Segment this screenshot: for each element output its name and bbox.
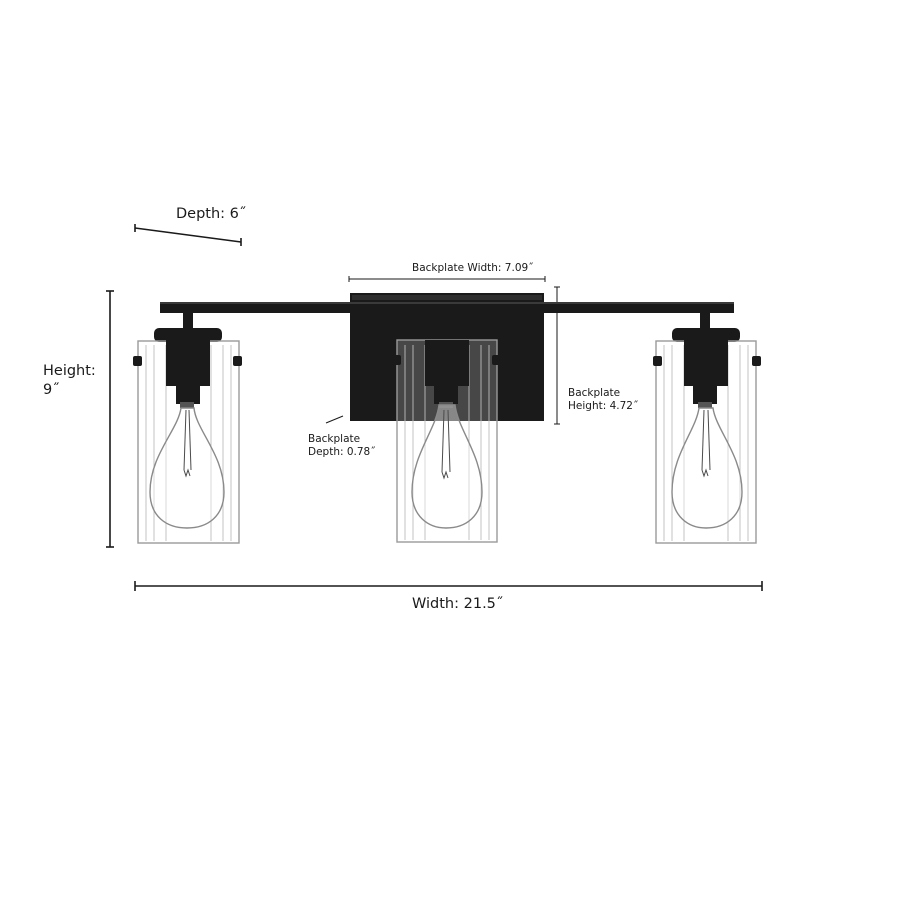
left-light [133, 313, 242, 544]
height-label-line1: Height: [43, 363, 96, 379]
right-canopy [672, 328, 740, 342]
right-screw-left [653, 356, 662, 366]
width-label: Width: 21.5˝ [412, 596, 504, 612]
center-screw-left [392, 355, 401, 365]
depth-dimension-line [134, 224, 242, 246]
height-label: Height: 9˝ [43, 362, 96, 400]
backplate-width-label: Backplate Width: 7.09˝ [412, 262, 534, 274]
backplate-depth-dimension-line [325, 415, 344, 424]
backplate-width-dimension-line [348, 276, 546, 282]
height-label-line2: 9˝ [43, 382, 60, 398]
right-bulb [671, 407, 743, 529]
right-screw-right [752, 356, 761, 366]
backplate-height-label: Backplate Height: 4.72˝ [568, 387, 638, 413]
depth-label: Depth: 6˝ [176, 206, 247, 222]
center-bulb [411, 404, 483, 529]
left-screw-right [233, 356, 242, 366]
left-canopy [154, 328, 222, 342]
left-bulb [149, 407, 225, 529]
center-screw-right [492, 355, 501, 365]
arm-bar [160, 302, 734, 313]
width-dimension-line [134, 581, 763, 591]
left-screw-left [133, 356, 142, 366]
right-light [653, 313, 761, 544]
center-canopy [412, 328, 480, 342]
height-dimension-line [106, 290, 114, 548]
backplate-depth-label: Backplate Depth: 0.78˝ [308, 433, 376, 459]
center-light [392, 313, 501, 543]
backplate-height-label-line2: Height: 4.72˝ [568, 400, 639, 412]
backplate-height-label-line1: Backplate [568, 387, 621, 399]
backplate-depth-label-line1: Backplate [308, 433, 361, 445]
backplate-depth-label-line2: Depth: 0.78˝ [308, 446, 376, 458]
